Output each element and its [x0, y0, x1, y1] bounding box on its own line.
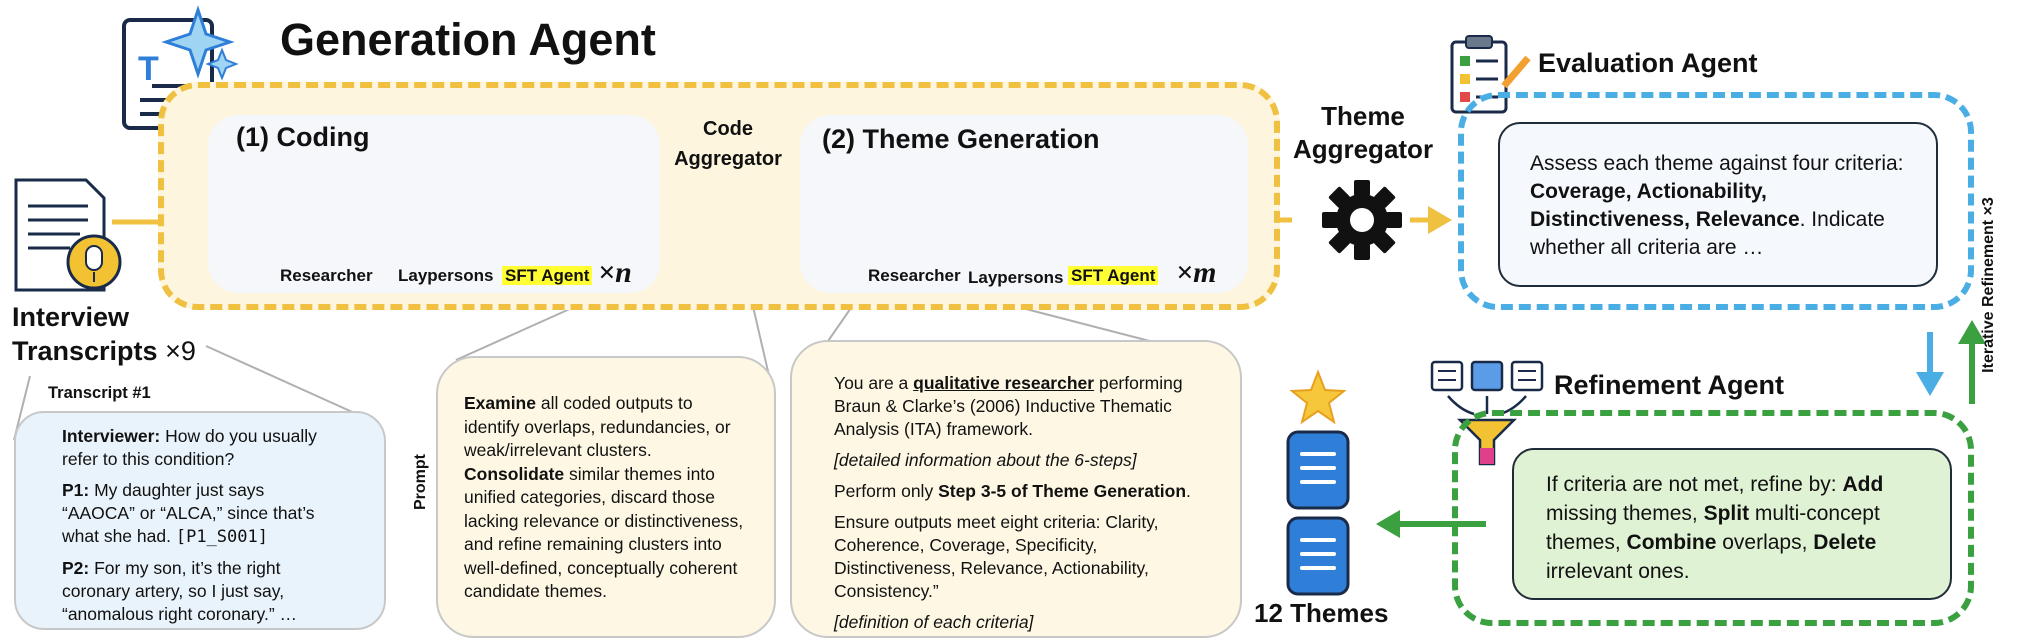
- generation-agent-title: Generation Agent: [280, 14, 656, 65]
- refine-to-eval-arrow: [1958, 320, 1986, 404]
- coding-multiplier: ×n: [598, 256, 632, 289]
- themegen-multiplier: ×m: [1176, 256, 1217, 289]
- star-icon: [1289, 369, 1347, 425]
- svg-text:T: T: [138, 50, 159, 88]
- prompt-label: Prompt: [412, 454, 429, 510]
- refinement-agent-title: Refinement Agent: [1554, 370, 1785, 400]
- interview-transcripts-label: Interview Transcripts ×9: [12, 302, 196, 366]
- theme-generation-title: (2) Theme Generation: [822, 124, 1100, 154]
- transcript-title: Transcript #1: [48, 384, 151, 402]
- coding-title: (1) Coding: [236, 122, 370, 152]
- themegen-sft-agent-label: SFT Agent: [1068, 266, 1159, 285]
- theme-generation-prompt-box: You are a qualitative researcher perform…: [790, 340, 1242, 638]
- eval-to-refine-arrow: [1916, 332, 1944, 396]
- code-aggregator-label: Code Aggregator: [674, 118, 782, 170]
- coding-researcher-label: Researcher: [280, 266, 373, 285]
- transcript-box: Interviewer: How do you usually refer to…: [14, 411, 386, 630]
- theme-aggregator-label: Theme Aggregator: [1292, 101, 1434, 164]
- refinement-prompt-box: If criteria are not met, refine by: Add …: [1512, 448, 1952, 600]
- themegen-researcher-label: Researcher: [868, 266, 961, 285]
- theme-document-icon: [1286, 516, 1350, 596]
- coding-laypersons-label: Laypersons: [398, 266, 494, 285]
- evaluation-prompt-box: Assess each theme against four criteria:…: [1498, 122, 1938, 287]
- refine-to-themes-arrow: [1376, 510, 1486, 538]
- evaluation-agent-title: Evaluation Agent: [1538, 48, 1758, 78]
- coding-panel: [208, 115, 660, 293]
- evaluation-agent-frame: [1458, 92, 1974, 310]
- themegen-laypersons-label: Laypersons: [968, 268, 1064, 287]
- interview-transcript-icon: [14, 178, 122, 292]
- code-aggregator-prompt-box: Examine all coded outputs to identify ov…: [436, 356, 776, 638]
- theme-generation-panel: [800, 115, 1248, 293]
- theme-document-icon: [1286, 430, 1350, 510]
- refinement-agent-frame: [1452, 410, 1974, 626]
- theme-aggregator-gear-icon: [1322, 180, 1402, 260]
- twelve-themes-label: 12 Themes: [1254, 598, 1389, 628]
- iterative-refinement-label: Iterative Refinement ×3: [1980, 197, 1997, 373]
- coding-sft-agent-label: SFT Agent: [502, 266, 593, 285]
